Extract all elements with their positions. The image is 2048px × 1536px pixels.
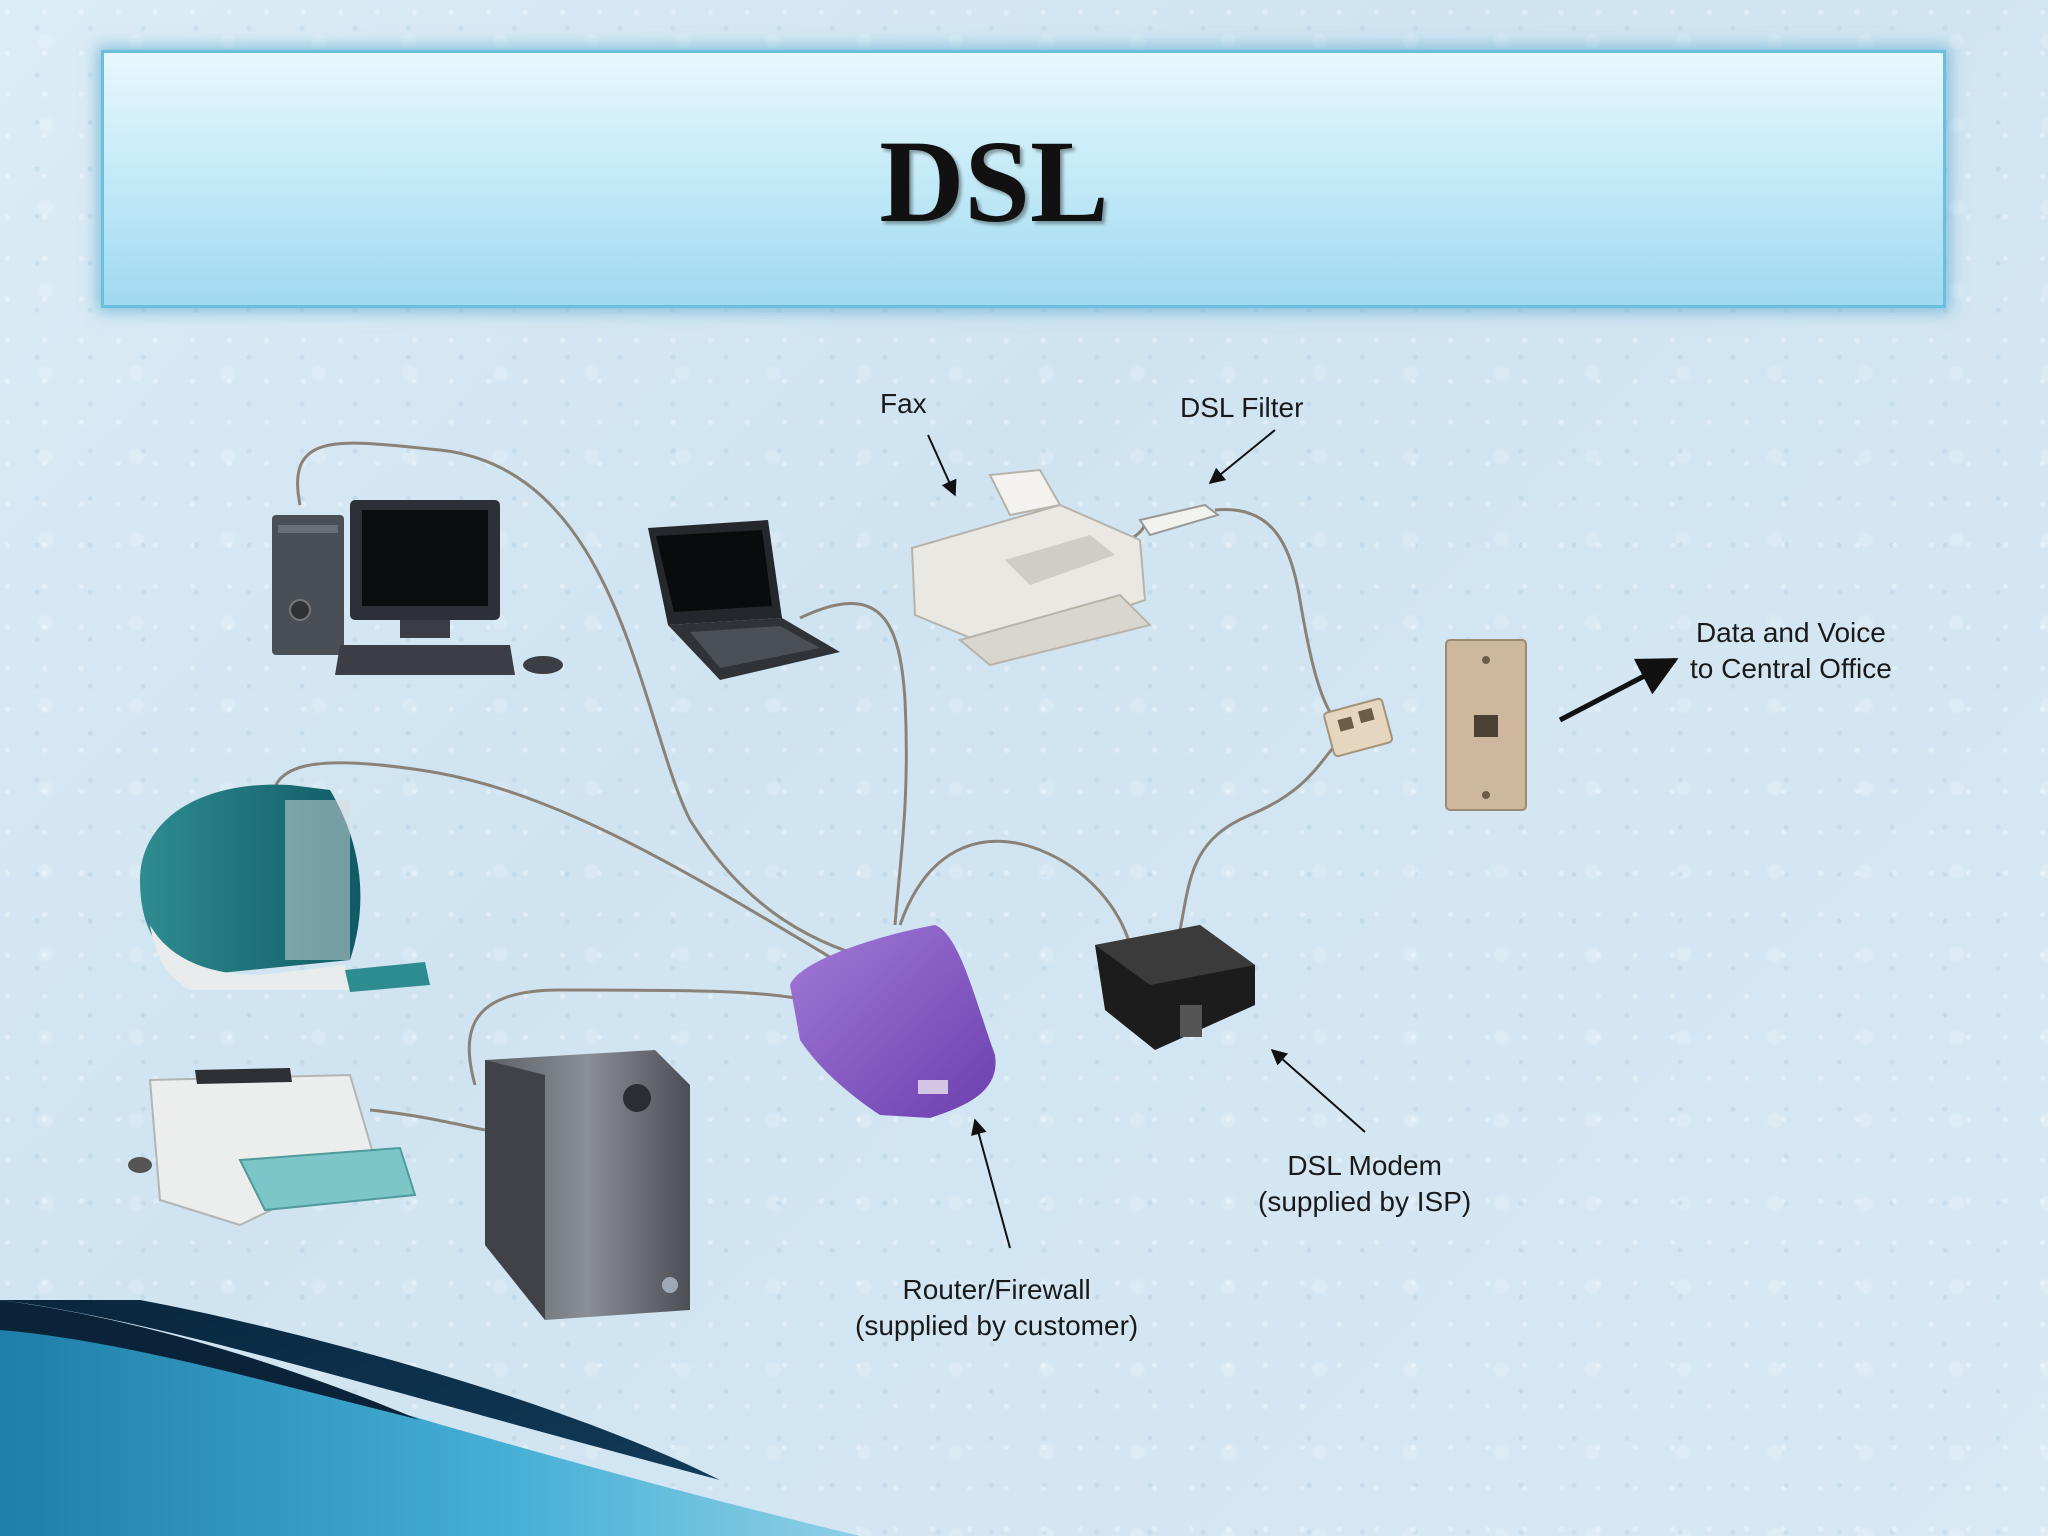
cables (271, 441, 1342, 1132)
cable-imac-router (271, 761, 861, 977)
central-office-label-line1: Data and Voice (1695, 617, 1886, 648)
router-firewall (790, 925, 996, 1118)
dsl-filter-arrow (1208, 429, 1276, 485)
imac (140, 784, 430, 992)
fax-arrow (927, 434, 957, 497)
cable-modem-splitter (1178, 738, 1342, 931)
central-office-label-line2: to Central Office (1690, 653, 1892, 684)
cable-laptop-router (799, 602, 908, 926)
central-office-label: Data and Voice to Central Office (1690, 615, 1892, 687)
printer (128, 1068, 417, 1227)
router-arrow (971, 1118, 1011, 1249)
cable-printer-server (369, 1108, 486, 1132)
dsl-filter-label: DSL Filter (1180, 392, 1304, 423)
phone-splitter (1323, 697, 1394, 758)
dsl-filter (1138, 503, 1221, 537)
router-label-line2: (supplied by customer) (855, 1310, 1139, 1341)
server-tower (485, 1050, 690, 1320)
corner-swoosh (0, 1300, 860, 1536)
router-label: Router/Firewall (supplied by customer) (855, 1272, 1138, 1344)
cable-router-modem (898, 839, 1132, 946)
slide-title: DSL (879, 116, 1109, 247)
fax-machine (910, 468, 1152, 667)
cable-server-router (467, 988, 806, 1086)
router-label-line1: Router/Firewall (902, 1274, 1091, 1305)
central-office-arrow (1558, 657, 1679, 723)
wall-jack (1445, 639, 1527, 811)
dsl-modem-label-line1: DSL Modem (1287, 1150, 1442, 1181)
laptop (648, 520, 840, 680)
desktop-pc (272, 500, 563, 675)
dsl-modem-arrow (1270, 1048, 1366, 1133)
dsl-modem-label-line2: (supplied by ISP) (1258, 1186, 1472, 1217)
cable-filter-splitter (1214, 508, 1337, 721)
dsl-modem-label: DSL Modem (supplied by ISP) (1258, 1148, 1471, 1220)
cable-desktop-router (296, 441, 876, 962)
fax-label: Fax (880, 388, 927, 419)
dsl-modem (1095, 925, 1255, 1050)
title-banner: DSL (101, 50, 1946, 308)
